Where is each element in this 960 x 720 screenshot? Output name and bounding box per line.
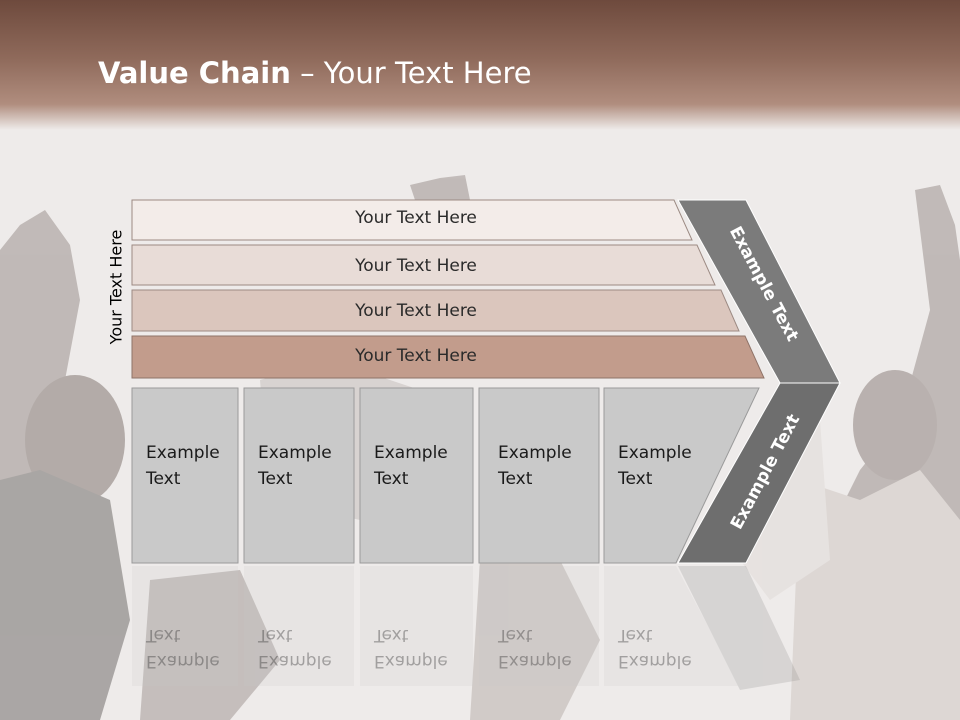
header-band bbox=[0, 0, 960, 130]
box-2-line1: Example bbox=[258, 443, 332, 463]
chevron-lower[interactable] bbox=[677, 382, 841, 564]
box-2-line2: Text bbox=[258, 469, 293, 489]
box-5-line1: Example bbox=[618, 443, 692, 463]
box-3[interactable] bbox=[359, 387, 474, 564]
slide-title: Value Chain – Your Text Here bbox=[98, 56, 532, 90]
box-1-line1: Example bbox=[146, 443, 220, 463]
box-4[interactable] bbox=[478, 387, 600, 564]
box-3-line1: Example bbox=[374, 443, 448, 463]
row-bar-1[interactable] bbox=[131, 199, 693, 241]
box-5-line2: Text bbox=[618, 469, 653, 489]
row-bar-4[interactable] bbox=[131, 335, 765, 379]
box-1[interactable] bbox=[131, 387, 239, 564]
row-label-3: Your Text Here bbox=[355, 301, 477, 321]
row-bar-3[interactable] bbox=[131, 289, 740, 332]
box-3-line2: Text bbox=[374, 469, 409, 489]
box-5[interactable] bbox=[603, 387, 760, 564]
box-1-line2: Text bbox=[146, 469, 181, 489]
row-label-2: Your Text Here bbox=[355, 256, 477, 276]
title-rest: – Your Text Here bbox=[290, 56, 532, 90]
box-2[interactable] bbox=[243, 387, 355, 564]
title-bold: Value Chain bbox=[98, 56, 291, 90]
row-bar-2[interactable] bbox=[131, 244, 716, 286]
row-label-4: Your Text Here bbox=[355, 346, 477, 366]
box-4-line1: Example bbox=[498, 443, 572, 463]
box-4-line2: Text bbox=[498, 469, 533, 489]
row-label-1: Your Text Here bbox=[355, 208, 477, 228]
